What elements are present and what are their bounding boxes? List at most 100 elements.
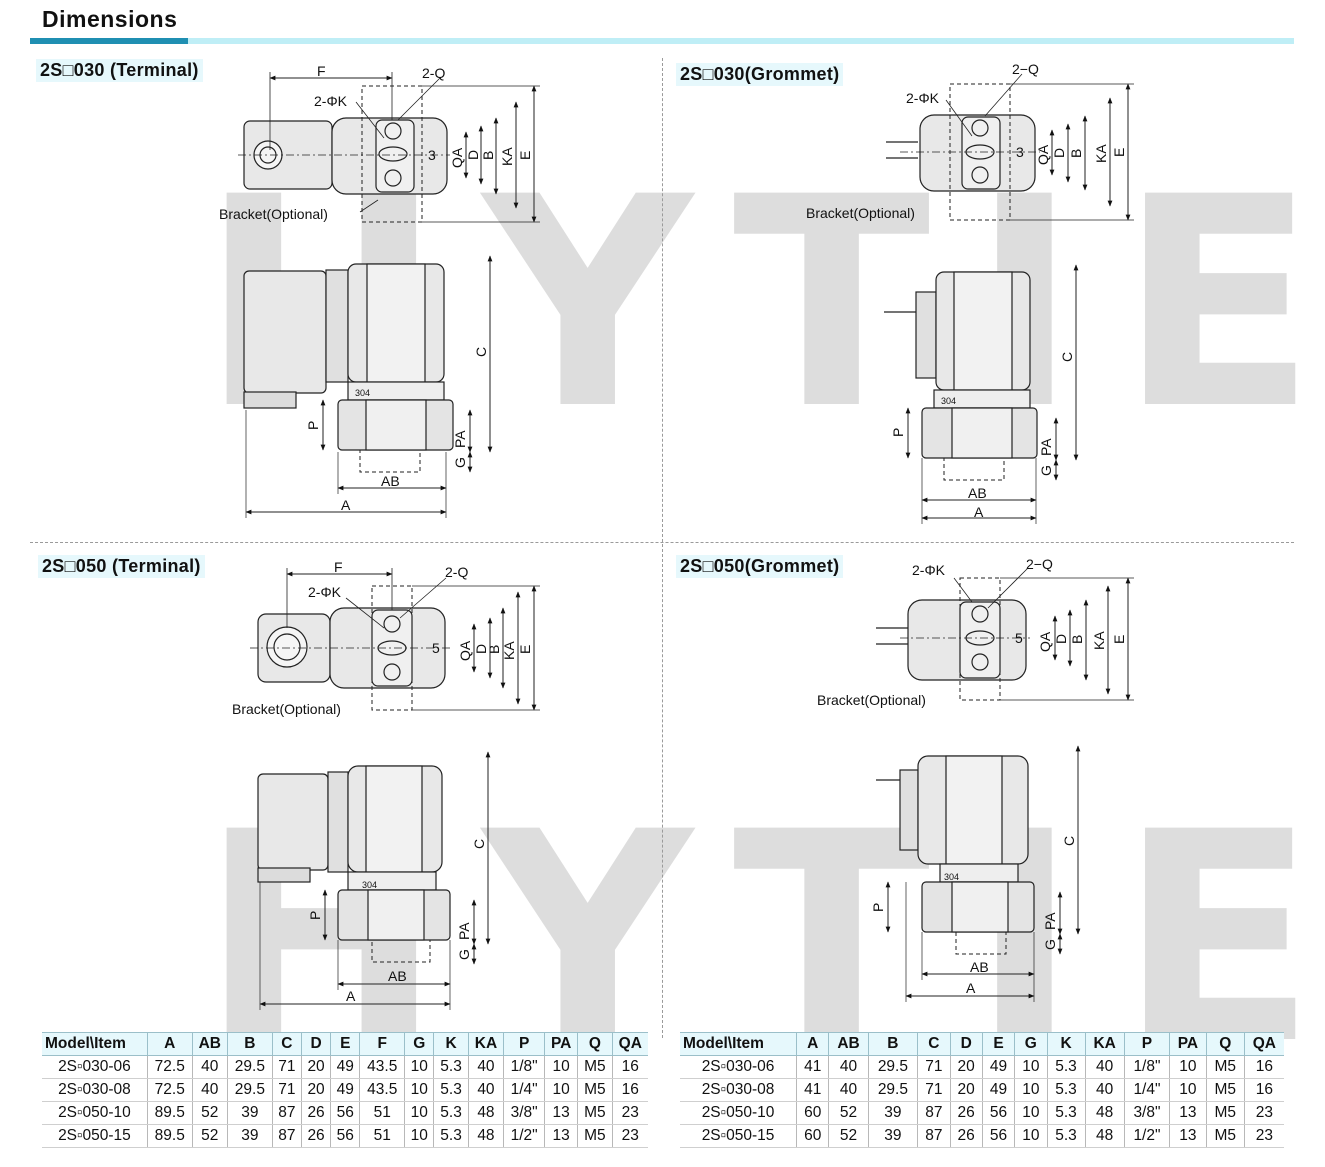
label-P: P (307, 911, 323, 920)
model-cell: 2S▫050-15 (680, 1124, 798, 1148)
label-KA: KA (499, 147, 515, 166)
drawing-030-grommet-top (886, 73, 1134, 221)
value-cell: 71 (272, 1055, 302, 1079)
label-PA: PA (1038, 438, 1054, 456)
label-bracket: Bracket(Optional) (806, 205, 915, 221)
table-header-cell: B (227, 1032, 273, 1056)
value-cell: 10 (1169, 1055, 1207, 1079)
label-plate-304: 304 (362, 880, 377, 890)
label-C: C (1061, 836, 1077, 846)
value-cell: 56 (330, 1124, 361, 1148)
label-2-q: 2-Q (422, 65, 445, 81)
value-cell: 40 (192, 1055, 229, 1079)
value-cell: 26 (950, 1124, 983, 1148)
value-cell: 5.3 (433, 1078, 469, 1102)
value-cell: 56 (982, 1101, 1016, 1125)
value-cell: 16 (612, 1078, 648, 1102)
table-header-row: Model\Item A AB B C D E F G K KA P PA Q … (42, 1032, 648, 1056)
label-2-phik: 2-ΦK (912, 562, 946, 578)
label-KA: KA (1091, 631, 1107, 650)
value-cell: 72.5 (147, 1055, 193, 1079)
value-cell: 13 (544, 1101, 579, 1125)
value-cell: 52 (828, 1124, 869, 1148)
dimension-table-grommet: Model\Item A AB B C D E G K KA P PA Q QA… (680, 1032, 1284, 1148)
drawing-050-grommet-front (876, 745, 1081, 1002)
label-2-phik: 2-ΦK (906, 90, 940, 106)
drawing-030-terminal-front-labels: 304 C P PA G AB A (305, 347, 489, 513)
table-header-row: Model\Item A AB B C D E G K KA P PA Q QA (680, 1032, 1284, 1056)
label-AB: AB (388, 968, 407, 984)
drawing-050-terminal-top (250, 568, 540, 711)
value-cell: 13 (1169, 1101, 1207, 1125)
label-C: C (473, 347, 489, 357)
value-cell: 1/8" (1124, 1055, 1171, 1079)
drawing-050-grommet-front-labels: 304 C P PA G AB A (870, 836, 1077, 996)
value-cell: M5 (1206, 1101, 1245, 1125)
value-cell: M5 (1206, 1078, 1245, 1102)
label-D: D (473, 644, 489, 654)
value-cell: 20 (950, 1055, 983, 1079)
label-B: B (1068, 149, 1084, 158)
value-cell: 10 (1169, 1078, 1207, 1102)
value-cell: 5.3 (433, 1124, 469, 1148)
value-cell: 49 (982, 1078, 1016, 1102)
value-cell: 40 (468, 1078, 505, 1102)
model-cell: 2S▫030-08 (680, 1078, 798, 1102)
value-cell: 52 (828, 1101, 869, 1125)
value-cell: 40 (828, 1055, 869, 1079)
value-cell: 5.3 (1047, 1101, 1086, 1125)
table-header-cell: G (404, 1032, 435, 1056)
label-2-q: 2-Q (445, 564, 468, 580)
label-A: A (346, 988, 356, 1004)
label-2-phik: 2-ΦK (308, 584, 342, 600)
drawing-050-terminal-front (257, 751, 491, 1010)
label-PA: PA (1042, 912, 1058, 930)
value-cell: M5 (577, 1124, 613, 1148)
value-cell: 20 (301, 1055, 332, 1079)
value-cell: 41 (796, 1078, 830, 1102)
drawing-030-grommet-top-labels: 2−Q 2-ΦK 3 Bracket(Optional) QA D B KA E (806, 61, 1127, 221)
label-AB: AB (968, 485, 987, 501)
section-label-050-terminal: 2S□050 (Terminal) (38, 555, 205, 578)
value-cell: 1/8" (503, 1055, 546, 1079)
label-2-q: 2−Q (1026, 556, 1053, 572)
label-port-5: 5 (432, 640, 440, 656)
value-cell: 52 (192, 1101, 229, 1125)
label-bracket: Bracket(Optional) (817, 692, 926, 708)
value-cell: 87 (917, 1101, 951, 1125)
label-G: G (1042, 939, 1058, 950)
vertical-divider (662, 58, 663, 1038)
label-KA: KA (501, 641, 517, 660)
value-cell: 39 (227, 1101, 273, 1125)
value-cell: 23 (1244, 1101, 1284, 1125)
value-cell: 5.3 (1047, 1124, 1086, 1148)
value-cell: 5.3 (1047, 1055, 1086, 1079)
label-2-q: 2−Q (1012, 61, 1039, 77)
value-cell: 1/4" (503, 1078, 546, 1102)
value-cell: 89.5 (147, 1101, 193, 1125)
value-cell: 26 (301, 1101, 332, 1125)
label-E: E (1111, 148, 1127, 157)
label-D: D (1053, 634, 1069, 644)
label-F: F (317, 63, 326, 79)
dimension-table-terminal: Model\Item A AB B C D E F G K KA P PA Q … (42, 1032, 648, 1148)
drawing-050-terminal-front-labels: 304 C P PA G AB A (307, 839, 487, 1004)
label-QA: QA (457, 640, 473, 661)
value-cell: 10 (404, 1124, 435, 1148)
value-cell: 23 (612, 1124, 648, 1148)
table-header-cell: G (1014, 1032, 1048, 1056)
table-header-cell: P (1124, 1032, 1171, 1056)
label-QA: QA (449, 147, 465, 168)
table-header-cell: QA (1244, 1032, 1284, 1056)
table-header-cell: Q (1206, 1032, 1245, 1056)
value-cell: M5 (577, 1078, 613, 1102)
value-cell: 10 (1014, 1055, 1048, 1079)
value-cell: 13 (1169, 1124, 1207, 1148)
value-cell: 87 (272, 1124, 302, 1148)
value-cell: 40 (1085, 1078, 1125, 1102)
table-header-cell: PA (1169, 1032, 1207, 1056)
